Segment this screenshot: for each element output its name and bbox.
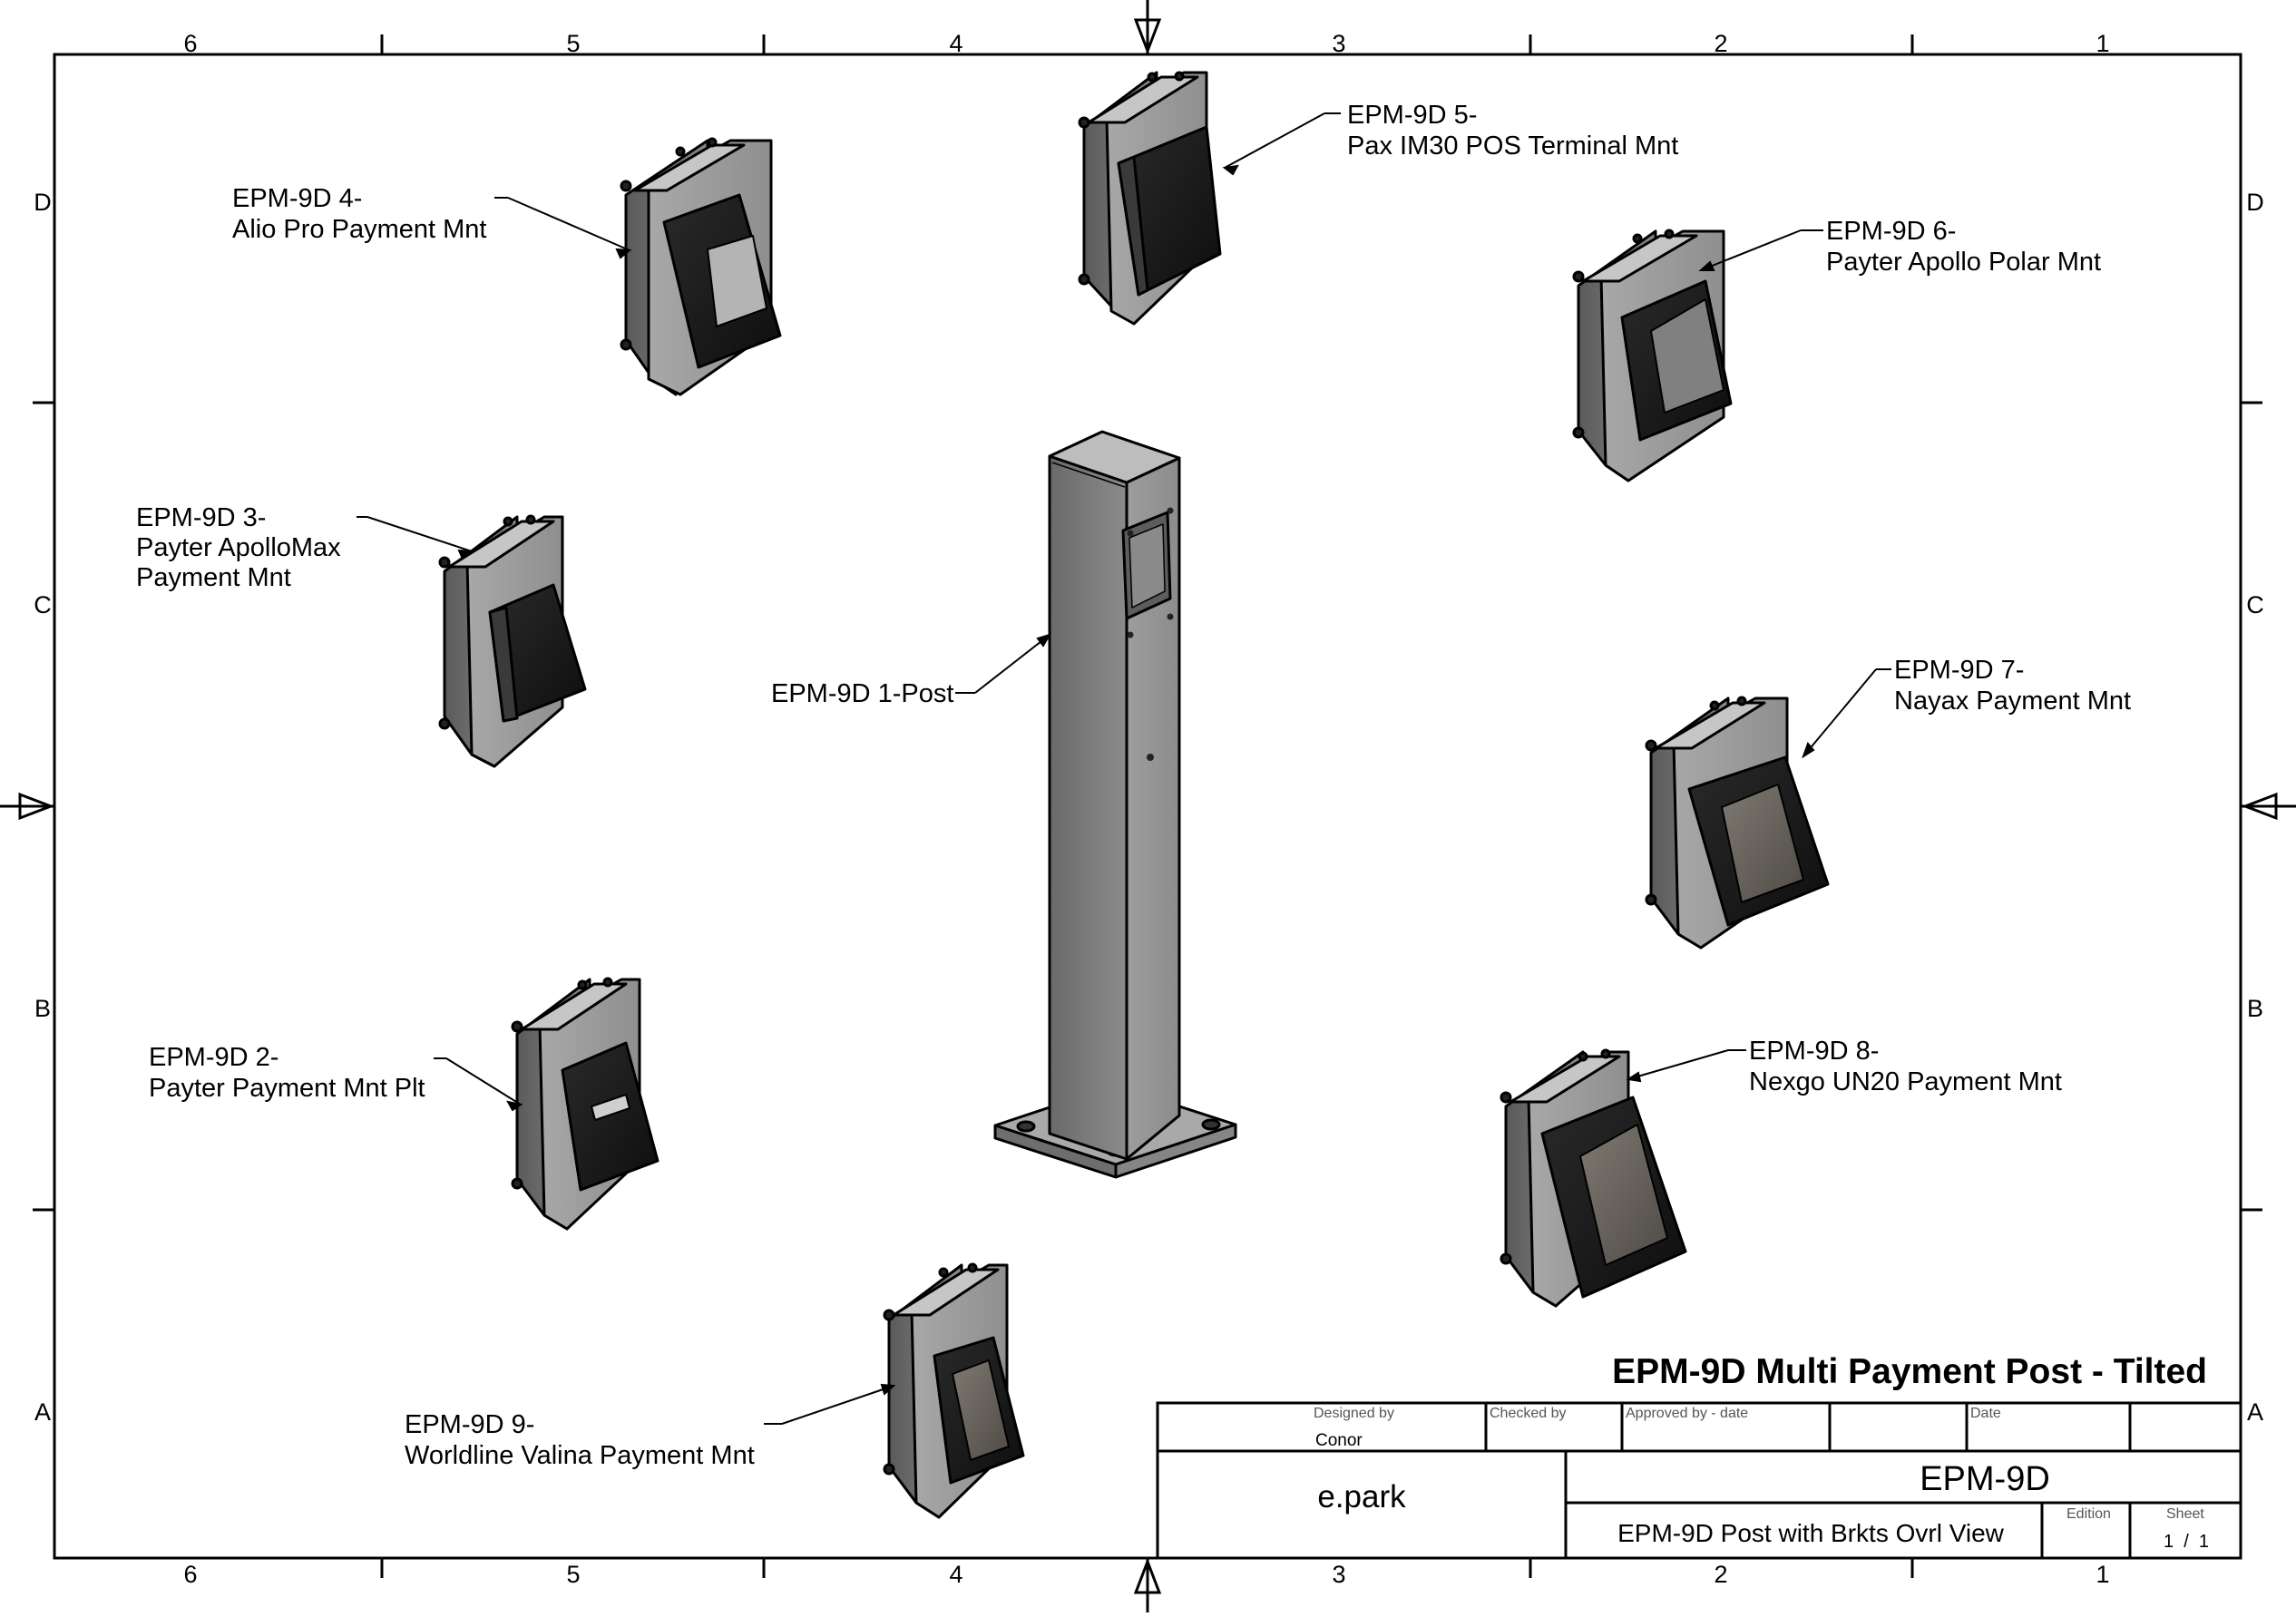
title-block-text: Designed by Conor Checked by Approved by…: [1314, 1406, 2209, 1552]
callout-mnt7-line2: Nayax Payment Mnt: [1894, 687, 2131, 716]
title-block: [1156, 1401, 2242, 1560]
zone-col-top: 5: [566, 30, 580, 57]
zone-row-left: A: [34, 1398, 51, 1426]
drawing-number: EPM-9D: [1920, 1460, 2050, 1498]
callout-mnt3-line1: EPM-9D 3-: [136, 503, 266, 532]
mount-model-5: [1078, 71, 1222, 326]
callout-labels: EPM-9D 1-Post EPM-9D 2- Payter Payment M…: [136, 101, 2131, 1470]
zone-col-bottom: 4: [949, 1561, 962, 1588]
checked-by-label: Checked by: [1490, 1406, 1567, 1421]
date-label: Date: [1970, 1406, 2001, 1421]
callout-mnt5-line2: Pax IM30 POS Terminal Mnt: [1347, 132, 1678, 161]
callout-post: EPM-9D 1-Post: [771, 679, 953, 708]
callout-mnt5-line1: EPM-9D 5-: [1347, 101, 1477, 130]
drawing-title: EPM-9D Multi Payment Post - Tilted: [1612, 1352, 2207, 1391]
mount-model-7: [1645, 696, 1830, 950]
zone-col-bottom: 2: [1714, 1561, 1727, 1588]
mount-model-4: [620, 137, 782, 396]
callout-mnt6-line1: EPM-9D 6-: [1826, 217, 1956, 246]
drawing-description: EPM-9D Post with Brkts Ovrl View: [1617, 1519, 2005, 1547]
zone-ticks: [33, 34, 2262, 1578]
mount-model-8: [1500, 1048, 1687, 1308]
approved-by-label: Approved by - date: [1626, 1406, 1748, 1421]
sheet-label: Sheet: [2166, 1506, 2204, 1522]
callout-mnt8-line1: EPM-9D 8-: [1749, 1037, 1879, 1066]
callout-mnt8-line2: Nexgo UN20 Payment Mnt: [1749, 1067, 2062, 1096]
zone-row-left: C: [34, 591, 52, 619]
callout-mnt7-line1: EPM-9D 7-: [1894, 656, 2024, 685]
zone-col-bottom: 1: [2096, 1561, 2109, 1588]
zone-row-left: B: [34, 995, 51, 1022]
zone-col-bottom: 5: [566, 1561, 580, 1588]
zone-row-right: D: [2246, 189, 2264, 216]
mount-model-2: [511, 977, 659, 1231]
callout-mnt9-line1: EPM-9D 9-: [405, 1410, 534, 1439]
callout-mnt4-line1: EPM-9D 4-: [232, 184, 362, 213]
callout-mnt6-line2: Payter Apollo Polar Mnt: [1826, 248, 2101, 277]
mount-model-3: [438, 514, 587, 768]
zone-col-top: 3: [1332, 30, 1345, 57]
callout-mnt2-line1: EPM-9D 2-: [149, 1043, 278, 1072]
callout-mnt3-line3: Payment Mnt: [136, 563, 291, 592]
zone-row-right: A: [2247, 1398, 2263, 1426]
post-model: [993, 430, 1237, 1179]
zone-col-top: 2: [1714, 30, 1727, 57]
designed-by-value: Conor: [1315, 1431, 1363, 1450]
zone-col-bottom: 3: [1332, 1561, 1345, 1588]
zone-row-right: B: [2247, 995, 2263, 1022]
callout-mnt9-line2: Worldline Valina Payment Mnt: [405, 1441, 755, 1470]
zone-col-top: 6: [183, 30, 197, 57]
designed-by-label: Designed by: [1314, 1406, 1394, 1421]
callout-mnt4-line2: Alio Pro Payment Mnt: [232, 215, 486, 244]
zone-row-left: D: [34, 189, 52, 216]
mount-model-9: [883, 1262, 1025, 1519]
callout-mnt3-line2: Payter ApolloMax: [136, 533, 341, 562]
zone-labels: 6 5 4 3 2 1 6 5 4 3 2 1 D C B A D C B A: [34, 30, 2264, 1588]
zone-col-bottom: 6: [183, 1561, 197, 1588]
mount-model-6: [1572, 229, 1733, 482]
company-name: e.park: [1317, 1479, 1406, 1515]
sheet-value: 1 / 1: [2164, 1532, 2209, 1552]
zone-col-top: 4: [949, 30, 962, 57]
callout-mnt2-line2: Payter Payment Mnt Plt: [149, 1074, 425, 1103]
edition-label: Edition: [2066, 1506, 2111, 1522]
leader-lines: [357, 112, 1891, 1425]
zone-col-top: 1: [2096, 30, 2109, 57]
zone-row-right: C: [2246, 591, 2264, 619]
